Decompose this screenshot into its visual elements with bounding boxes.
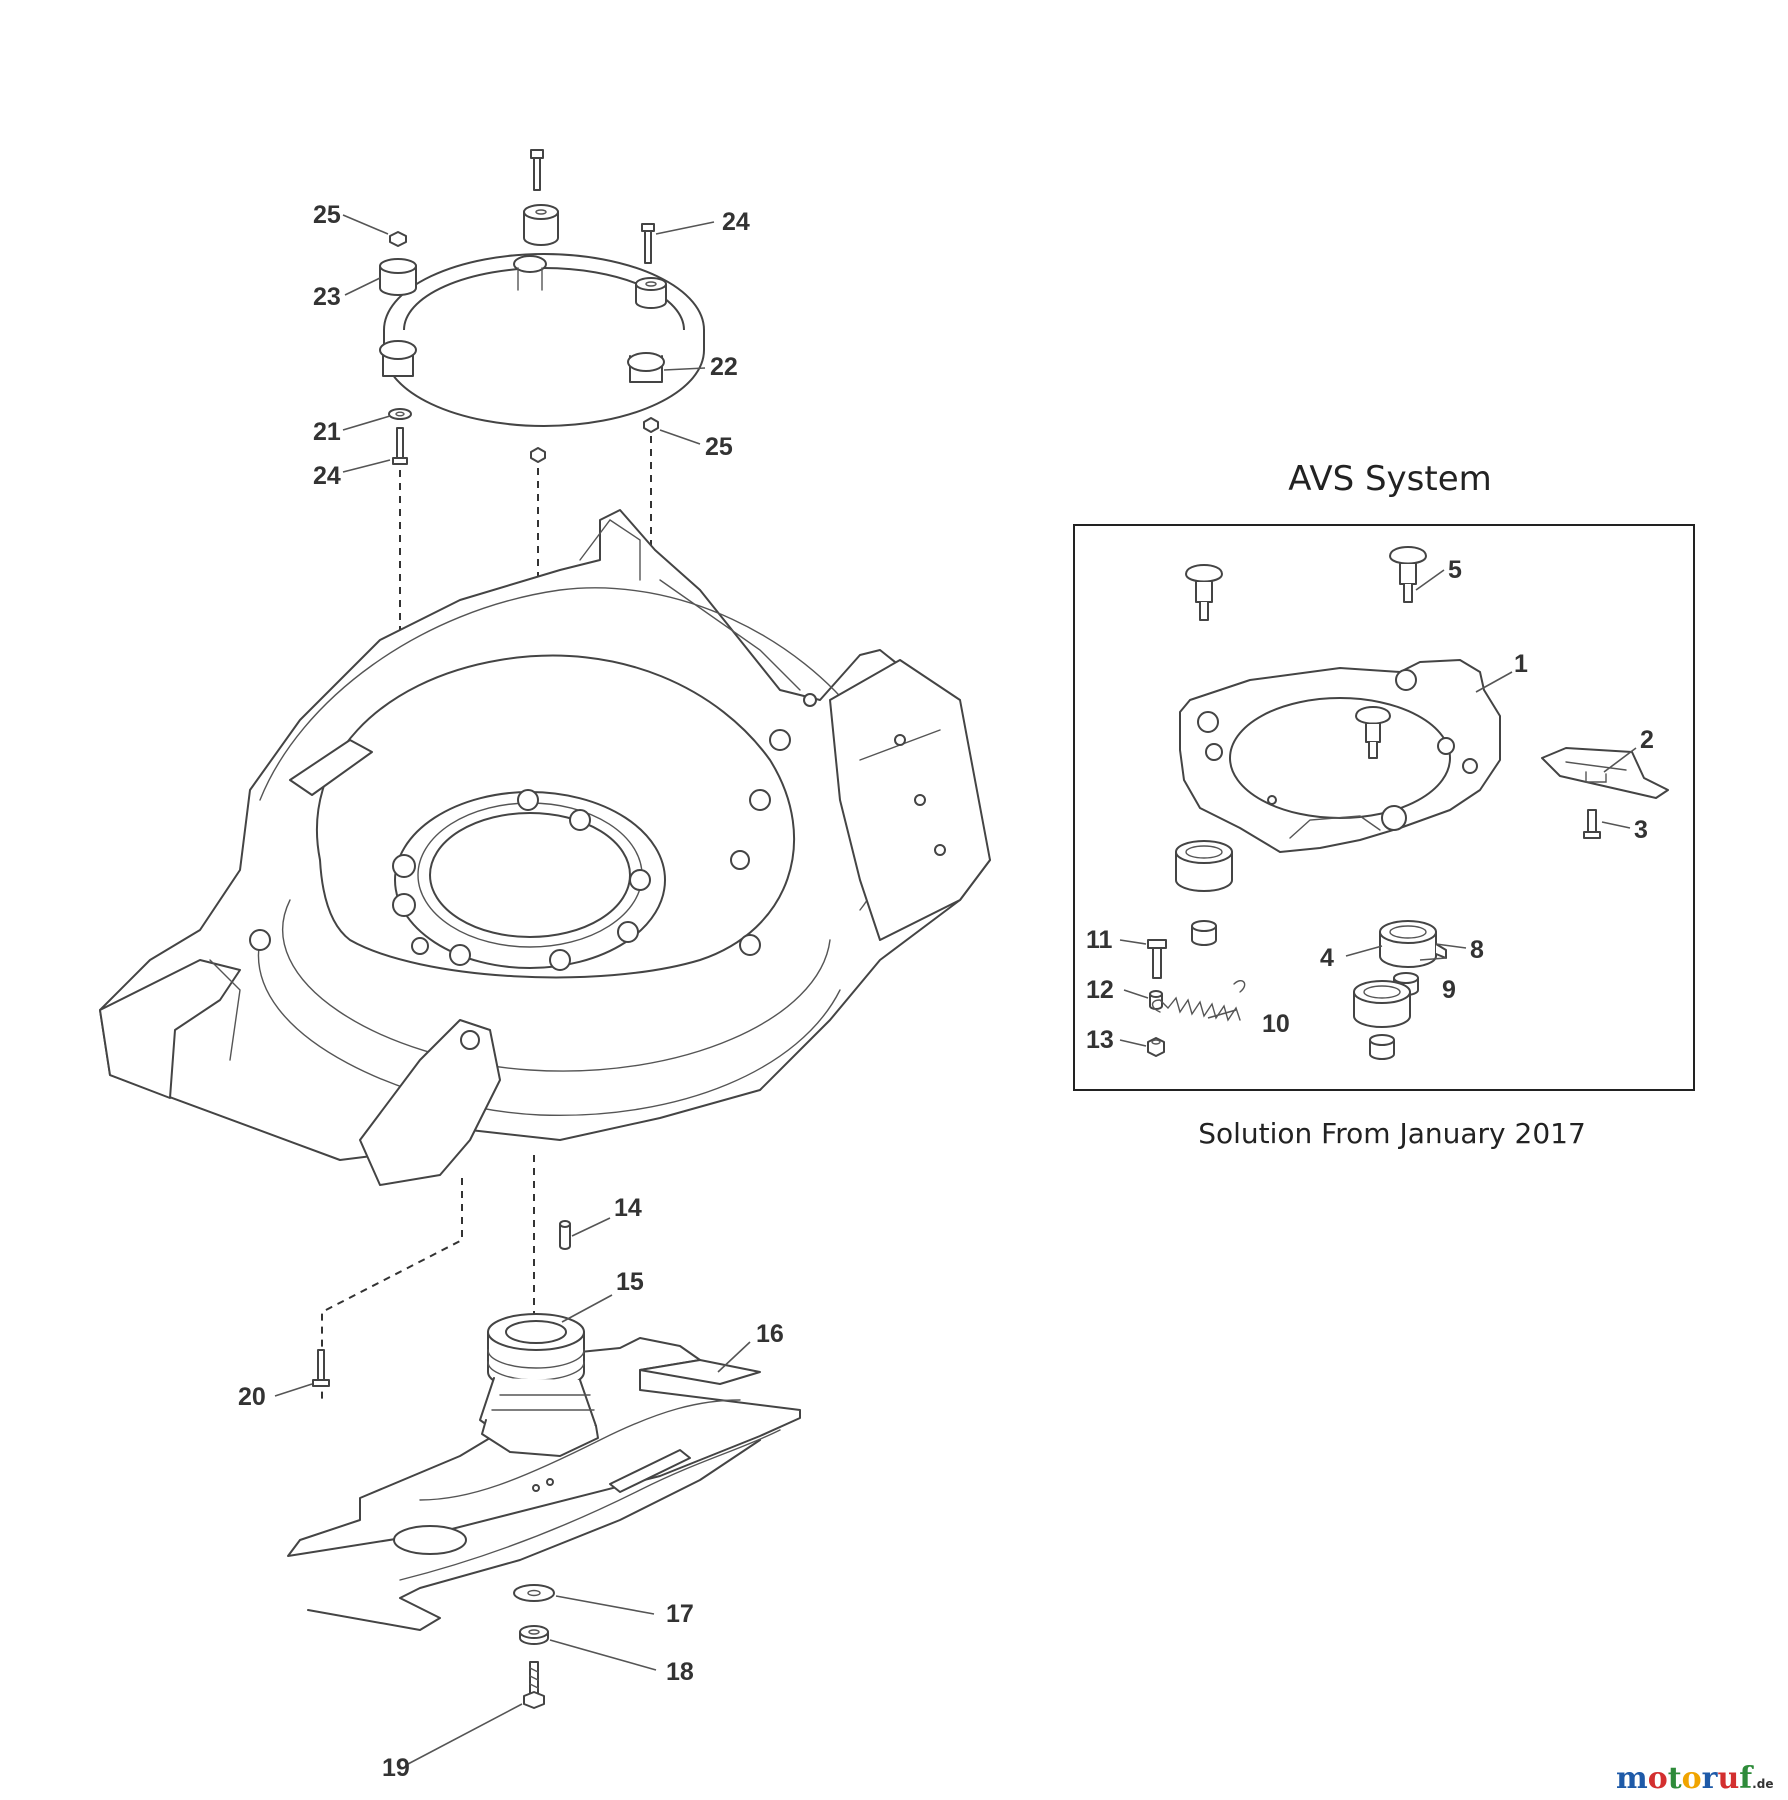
callout-12: 12 [1086,976,1114,1004]
logo-letter: o [1648,1761,1668,1796]
callout-24-top: 24 [722,208,750,236]
logo-letter: o [1682,1761,1702,1796]
callout-3: 3 [1634,816,1648,844]
mount-ring-part [379,253,705,427]
avs-pin-left-part [1185,564,1223,621]
avs-screw-3-part [1583,809,1601,839]
nut-25-lower-part [643,417,659,433]
avs-screw-11-part [1147,939,1167,979]
callout-11: 11 [1086,926,1113,954]
callout-9: 9 [1442,976,1456,1004]
callout-4: 4 [1320,944,1334,972]
blade-assembly [287,1220,801,1709]
callout-20: 20 [238,1383,266,1411]
logo-suffix: .de [1752,1777,1773,1791]
callout-24-lower: 24 [313,462,341,490]
callout-5: 5 [1448,556,1462,584]
avs-rubber-mount-left-part [1175,840,1233,946]
callout-15: 15 [616,1268,644,1296]
bolt-24-lower-part [392,427,408,465]
callout-14: 14 [614,1194,642,1222]
logo-letter: t [1668,1761,1682,1796]
callout-16: 16 [756,1320,784,1348]
inset-caption: Solution From January 2017 [1198,1117,1586,1150]
avs-rubber-mount-right-part [1353,980,1411,1060]
avs-pin-centre-part [1355,706,1391,759]
key-14-part [559,1220,571,1250]
avs-nut-13-part [1147,1037,1165,1057]
callout-25-top: 25 [313,201,341,229]
callout-19: 19 [382,1754,410,1782]
logo-text: motoruf.de [1616,1761,1773,1796]
avs-system-inset: AVS System Solution From January 2017 [1073,459,1695,1150]
leader-lines [274,214,751,1765]
bolt-19-part [523,1661,545,1709]
callout-22: 22 [710,353,738,381]
nut-25-top-part [389,231,407,247]
washer-21-part [388,408,412,420]
bolt-20-part [312,1349,330,1387]
main-callouts: 25 23 24 22 21 24 25 14 15 16 20 17 18 1… [238,201,784,1782]
logo-letter: m [1616,1761,1648,1796]
logo-letter: r [1702,1761,1719,1796]
avs-pin-5-part [1389,546,1427,603]
centre-nut-part [530,447,546,463]
callout-25-lower: 25 [705,433,733,461]
callout-13: 13 [1086,1026,1114,1054]
washer-17-part [513,1584,555,1602]
logo-letter: u [1717,1761,1739,1796]
avs-rubber-mount-4-part [1379,920,1447,968]
callout-2: 2 [1640,726,1654,754]
mower-deck-part [99,509,991,1186]
callout-1: 1 [1514,650,1528,678]
callout-18: 18 [666,1658,694,1686]
spacer-right-part [635,277,667,309]
callout-17: 17 [666,1600,694,1628]
callout-8: 8 [1470,936,1484,964]
callout-21: 21 [313,418,341,446]
avs-spring-10-part [1151,980,1246,1022]
inset-frame [1073,524,1695,1091]
washer-18-part [519,1625,549,1645]
logo-letter: f [1739,1761,1754,1796]
callout-23: 23 [313,283,341,311]
motoruf-logo: motoruf.de [1616,1761,1773,1796]
top-spacer-part [523,204,559,246]
engine-mount-ring-assembly [379,149,705,465]
spacer-23-part [379,258,417,296]
callout-10: 10 [1262,1010,1290,1038]
top-bolt-part [530,149,544,191]
blade-hub-15-part [479,1313,599,1457]
inset-title: AVS System [1288,459,1492,499]
avs-plate-1-part [1179,659,1501,853]
avs-damper-2-part [1541,747,1669,799]
bolt-24-top-part [641,223,655,264]
